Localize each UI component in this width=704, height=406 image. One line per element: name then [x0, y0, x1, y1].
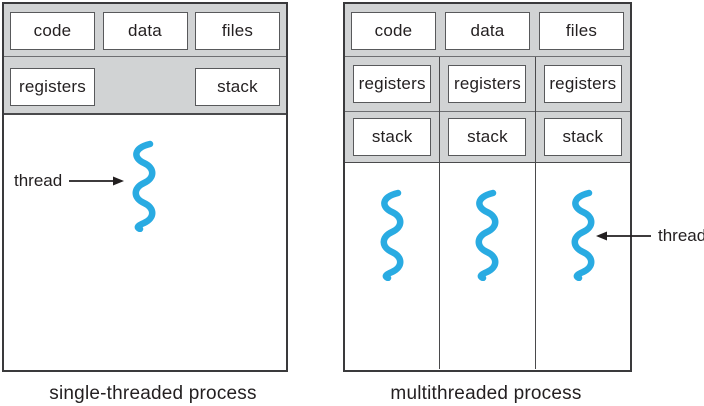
process-body: thread [4, 115, 286, 367]
code-box: code [10, 12, 95, 50]
registers-label: registers [453, 73, 521, 93]
stack-box: stack [353, 117, 432, 156]
registers-label: registers [358, 73, 426, 93]
thread-squiggle-icon [476, 189, 499, 281]
stack-label: stack [467, 126, 508, 146]
stack-box: stack [448, 117, 527, 156]
caption-multithreaded: multithreaded process [390, 383, 582, 404]
thread-column-3: registers stack [534, 57, 630, 369]
caption-single-threaded: single-threaded process [49, 383, 257, 404]
stack-box: stack [543, 117, 622, 156]
thread-squiggle-icon [380, 189, 404, 281]
files-label: files [221, 21, 254, 40]
data-box: data [102, 12, 188, 50]
thread-annotation: thread [595, 226, 704, 246]
registers-box: registers [353, 64, 432, 103]
multithreaded-process-panel: code data files registers stack [343, 2, 632, 372]
thread-state-row: registers stack [4, 57, 286, 115]
thread-columns: registers stack registers [345, 57, 630, 369]
files-box: files [539, 12, 624, 50]
process-sections-row: code data files [4, 4, 286, 57]
stack-box: stack [195, 68, 280, 106]
data-label: data [470, 21, 505, 40]
arrow-left-icon [596, 231, 651, 241]
registers-box: registers [543, 64, 622, 103]
data-label: data [128, 21, 162, 40]
thread-squiggle-icon [132, 140, 156, 232]
process-sections-row: code data files [345, 4, 630, 57]
code-label: code [33, 21, 72, 40]
registers-label: registers [19, 77, 86, 96]
registers-label: registers [549, 73, 617, 93]
thread-column-1: registers stack [345, 57, 440, 369]
thread-squiggle-icon [571, 189, 595, 281]
files-label: files [565, 21, 598, 40]
thread-annotation: thread [14, 171, 125, 191]
registers-box: registers [448, 64, 527, 103]
registers-box: registers [10, 68, 95, 106]
thread-column-2: registers stack [439, 57, 535, 369]
data-box: data [445, 12, 530, 50]
stack-label: stack [217, 77, 258, 96]
single-threaded-process-panel: code data files registers stack thread [2, 2, 288, 372]
files-box: files [195, 12, 280, 50]
code-box: code [351, 12, 436, 50]
arrow-right-icon [69, 176, 125, 186]
thread-label: thread [14, 171, 63, 190]
stack-label: stack [371, 126, 413, 146]
stack-label: stack [562, 126, 604, 146]
code-label: code [374, 21, 413, 40]
thread-label: thread [658, 226, 704, 245]
